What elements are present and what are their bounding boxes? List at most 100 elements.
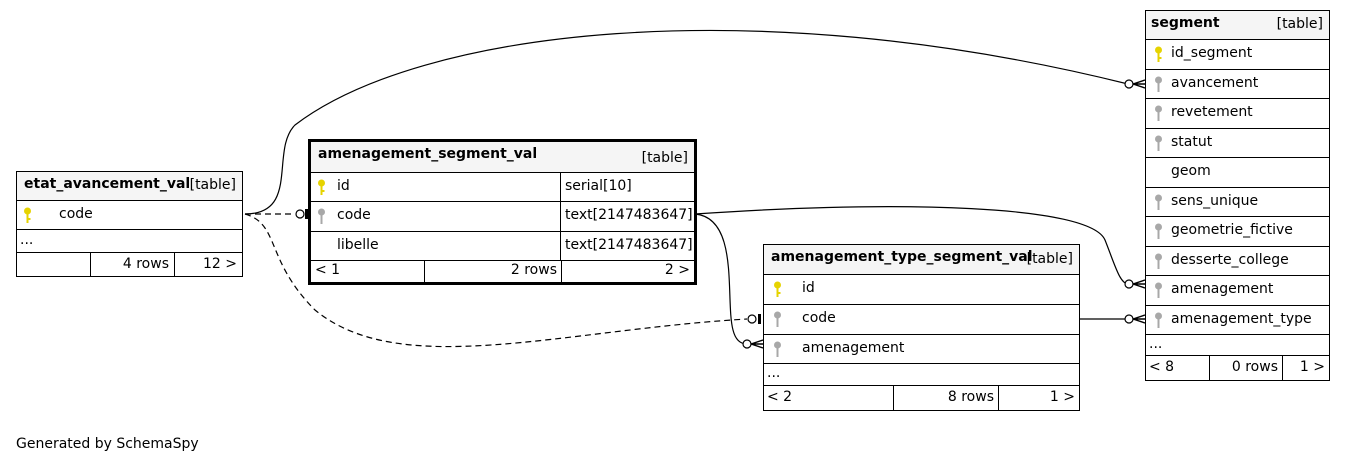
parent-count-link[interactable]: < 2 [767, 389, 793, 405]
column-row-code[interactable]: code [17, 201, 242, 230]
one-marker [758, 314, 761, 324]
ellipsis-more-columns: ... [1149, 336, 1163, 352]
column-row-id-segment[interactable]: id_segment [1146, 40, 1329, 70]
edge-end-circle [1124, 279, 1134, 289]
column-type: text[2147483647] [565, 207, 693, 223]
column-name: libelle [337, 237, 379, 253]
table-kind: [table] [641, 150, 688, 166]
column-name: avancement [1171, 74, 1259, 91]
primary-key-icon [774, 281, 781, 297]
column-type: text[2147483647] [565, 237, 693, 253]
column-name: sens_unique [1171, 192, 1259, 209]
primary-key-icon [24, 207, 31, 223]
foreign-key-icon [774, 311, 781, 327]
row-count: 2 rows [424, 261, 561, 282]
column-name: code [802, 310, 836, 326]
column-name: code [59, 206, 93, 222]
table-name[interactable]: amenagement_type_segment_val [771, 249, 1033, 265]
table-header: amenagement_type_segment_val [table] [764, 245, 1079, 275]
column-row-amenagement-type[interactable]: amenagement_type [1146, 306, 1329, 335]
column-row-amenagement[interactable]: amenagement [1146, 276, 1329, 306]
foreign-key-icon [318, 208, 325, 224]
column-name: revetement [1171, 104, 1253, 120]
table-amenagement-segment-val[interactable]: amenagement_segment_val [table] id seria… [308, 139, 697, 285]
column-type: serial[10] [565, 178, 632, 194]
table-name[interactable]: amenagement_segment_val [318, 146, 538, 162]
column-row-id[interactable]: id [764, 275, 1079, 305]
column-name: amenagement [1171, 281, 1274, 297]
table-footer: < 1 2 rows 2 > [311, 261, 694, 282]
foreign-key-icon [1155, 312, 1162, 328]
table-kind: [table] [189, 177, 236, 193]
ellipsis-more-columns: ... [20, 232, 34, 248]
ellipsis-more-columns: ... [767, 365, 781, 381]
column-row-revetement[interactable]: revetement [1146, 99, 1329, 129]
table-name[interactable]: etat_avancement_val [24, 176, 191, 192]
column-row-code[interactable]: code text[2147483647] [311, 202, 694, 232]
column-name: id_segment [1171, 45, 1253, 61]
column-name: amenagement_type [1171, 310, 1312, 327]
column-row-geometrie-fictive[interactable]: geometrie_fictive [1146, 217, 1329, 247]
foreign-key-icon [1155, 223, 1162, 239]
row-count: 0 rows [1209, 356, 1282, 380]
table-amenagement-type-segment-val[interactable]: amenagement_type_segment_val [table] id … [763, 244, 1080, 411]
edge-end-circle [1124, 314, 1134, 324]
table-kind: [table] [1026, 251, 1073, 267]
crowfoot-marker [1132, 79, 1146, 89]
child-count-link[interactable]: 12 > [174, 253, 242, 276]
edge-segment-avancement-to-etat-code [244, 29, 1129, 215]
table-etat-avancement-val[interactable]: etat_avancement_val [table] code ... 4 r… [16, 171, 243, 277]
column-name: amenagement [802, 340, 905, 356]
column-row-amenagement[interactable]: amenagement [764, 335, 1079, 364]
parent-count-link[interactable]: < 8 [1149, 359, 1175, 375]
crowfoot-marker [1132, 314, 1146, 324]
foreign-key-icon [774, 341, 781, 357]
foreign-key-icon [1155, 194, 1162, 210]
parent-count-link[interactable]: < 1 [315, 262, 341, 278]
row-count: 4 rows [90, 253, 174, 276]
row-count: 8 rows [893, 386, 998, 410]
table-footer: 4 rows 12 > [17, 252, 242, 276]
table-name[interactable]: segment [1151, 15, 1220, 31]
column-row-sens-unique[interactable]: sens_unique [1146, 188, 1329, 217]
edge-type-code-to-etat-code [244, 213, 748, 348]
column-name: desserte_college [1171, 251, 1289, 268]
crowfoot-marker [750, 339, 764, 349]
column-row-avancement[interactable]: avancement [1146, 70, 1329, 99]
foreign-key-icon [1155, 253, 1162, 269]
column-row-libelle[interactable]: libelle text[2147483647] [311, 232, 694, 261]
primary-key-icon [318, 179, 325, 195]
foreign-key-icon [1155, 135, 1162, 151]
column-row-geom[interactable]: geom [1146, 158, 1329, 188]
foreign-key-icon [1155, 282, 1162, 298]
column-name: id [337, 178, 350, 194]
one-marker [305, 209, 308, 219]
footer-left [17, 253, 90, 276]
column-row-code[interactable]: code [764, 305, 1079, 335]
column-name: code [337, 207, 371, 223]
edge-end-circle [1124, 79, 1134, 89]
child-count-link[interactable]: 2 > [561, 261, 694, 282]
column-name: geometrie_fictive [1171, 222, 1293, 238]
generated-by-note: Generated by SchemaSpy [16, 436, 199, 452]
edge-end-circle [295, 209, 305, 219]
table-segment[interactable]: segment [table] id_segment avancement reve… [1145, 10, 1330, 381]
column-row-desserte-college[interactable]: desserte_college [1146, 247, 1329, 276]
edge-end-circle [742, 339, 752, 349]
edge-segment-amenagement-to-amenagement-code [694, 206, 1130, 285]
child-count-link[interactable]: 1 > [1282, 356, 1329, 380]
foreign-key-icon [1155, 76, 1162, 92]
edge-end-circle [747, 314, 757, 324]
column-row-id[interactable]: id serial[10] [311, 173, 694, 202]
table-header: segment [table] [1146, 11, 1329, 40]
edge-type-amenagement-to-amenagement-code [694, 213, 748, 345]
primary-key-icon [1155, 46, 1162, 62]
table-header: amenagement_segment_val [table] [311, 142, 694, 173]
child-count-link[interactable]: 1 > [998, 386, 1079, 410]
column-name: geom [1171, 163, 1211, 179]
table-footer: < 8 0 rows 1 > [1146, 355, 1329, 380]
column-row-statut[interactable]: statut [1146, 129, 1329, 158]
table-header: etat_avancement_val [table] [17, 172, 242, 201]
